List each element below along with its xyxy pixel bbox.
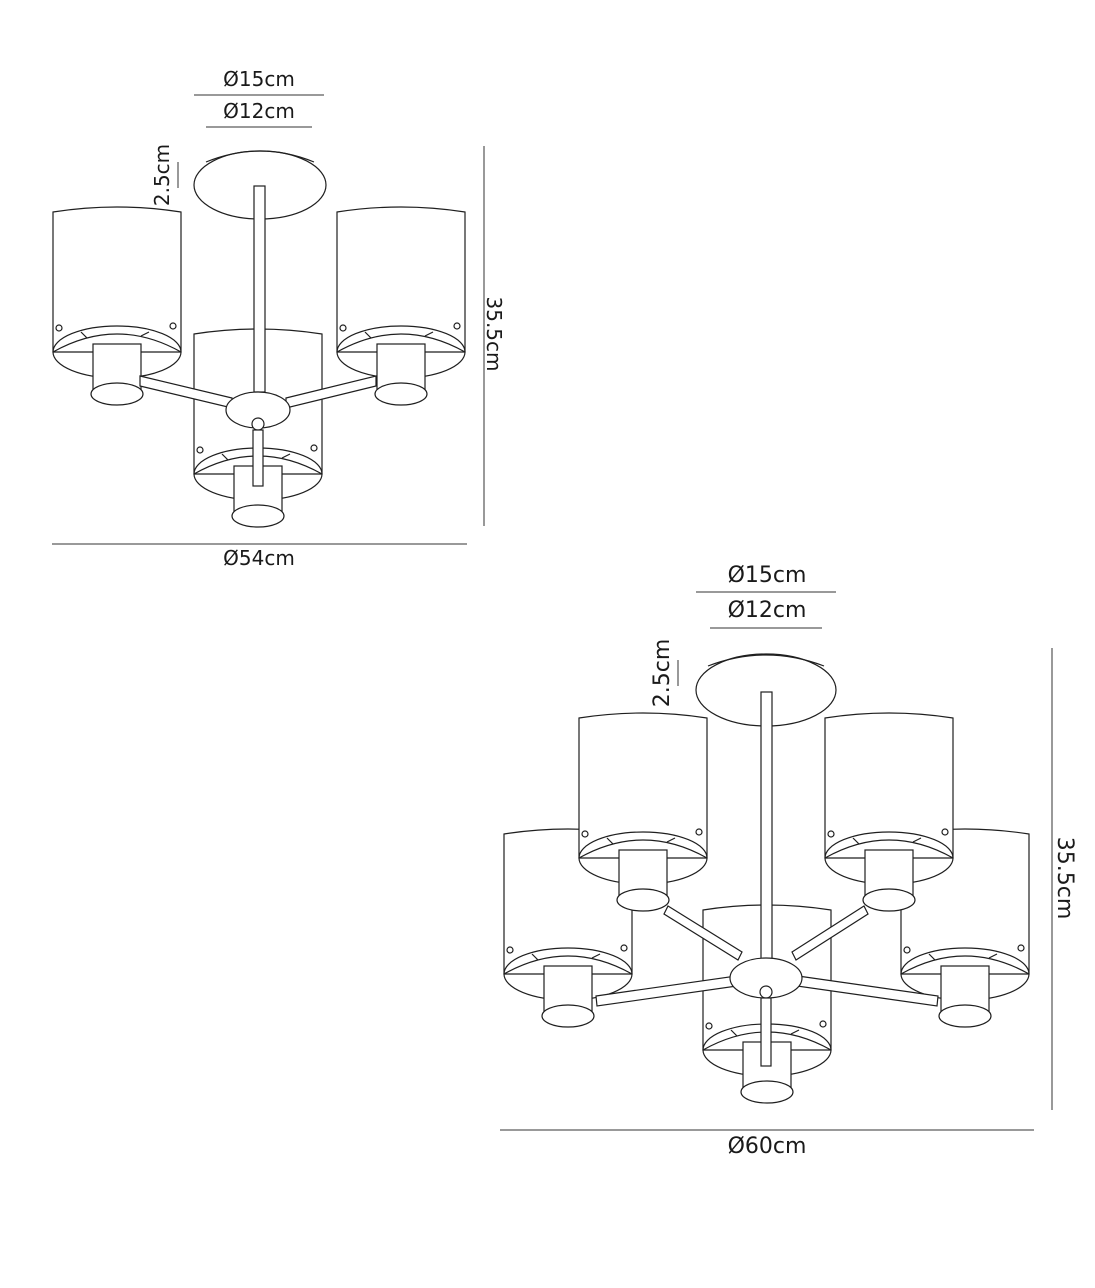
overall-height-label: 35.5cm bbox=[1052, 837, 1077, 920]
canopy-inner-diameter-label: Ø12cm bbox=[223, 99, 295, 123]
overall-diameter-label: Ø54cm bbox=[223, 546, 295, 570]
fixture-5-light-drawing bbox=[503, 653, 1030, 1104]
canopy-inner-diameter-label: Ø12cm bbox=[728, 598, 807, 623]
canopy-outer-diameter-label: Ø15cm bbox=[728, 563, 807, 588]
fixture-3-light-drawing bbox=[52, 150, 466, 528]
canopy-height-label: 2.5cm bbox=[650, 639, 675, 708]
overall-height-label: 35.5cm bbox=[482, 296, 506, 371]
canopy-outer-diameter-label: Ø15cm bbox=[223, 67, 295, 91]
diagram-3-light: Ø15cm Ø12cm 2.5cm 35.5cm Ø54cm bbox=[52, 67, 506, 570]
diagram-5-light: Ø15cm Ø12cm 2.5cm 35.5cm Ø60cm bbox=[500, 563, 1077, 1159]
canopy-height-label: 2.5cm bbox=[150, 144, 174, 206]
overall-diameter-label: Ø60cm bbox=[728, 1134, 807, 1159]
